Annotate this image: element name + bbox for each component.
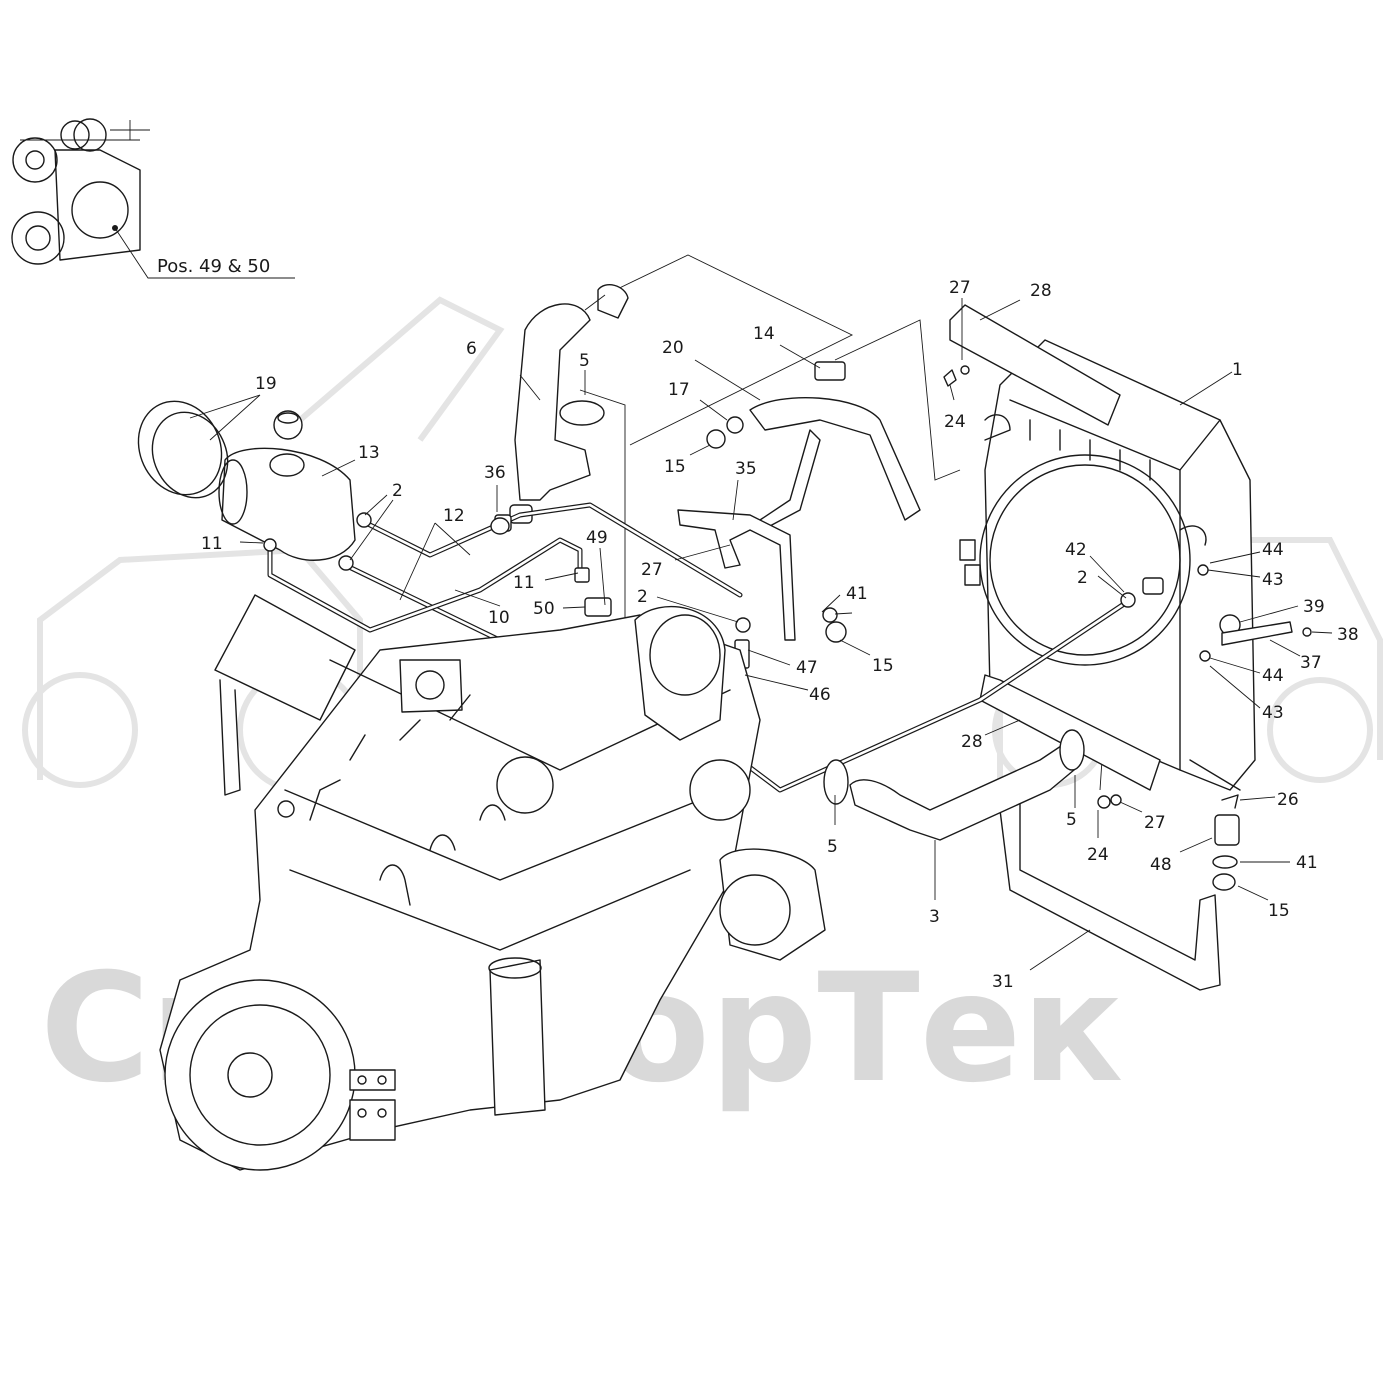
callout-50: 50 xyxy=(533,599,555,619)
callout-48: 48 xyxy=(1150,855,1172,875)
inset-position-label: Pos. 49 & 50 xyxy=(157,256,270,277)
callout-2: 2 xyxy=(637,587,648,607)
callout-36: 36 xyxy=(484,463,506,483)
callout-3: 3 xyxy=(929,907,940,927)
callout-43: 43 xyxy=(1262,570,1284,590)
callout-5: 5 xyxy=(827,837,838,857)
callout-12: 12 xyxy=(443,506,465,526)
callout-35: 35 xyxy=(735,459,757,479)
callout-42: 42 xyxy=(1065,540,1087,560)
callout-14: 14 xyxy=(753,324,775,344)
callout-31: 31 xyxy=(992,972,1014,992)
callout-44: 44 xyxy=(1262,540,1284,560)
callout-43: 43 xyxy=(1262,703,1284,723)
radiator xyxy=(959,339,1256,791)
callout-28: 28 xyxy=(1030,281,1052,301)
callout-2: 2 xyxy=(1077,568,1088,588)
callout-44: 44 xyxy=(1262,666,1284,686)
callout-5: 5 xyxy=(579,351,590,371)
callout-17: 17 xyxy=(668,380,690,400)
leader-lines xyxy=(189,294,1333,971)
callout-47: 47 xyxy=(796,658,818,678)
callout-15: 15 xyxy=(872,656,894,676)
callout-39: 39 xyxy=(1303,597,1325,617)
callout-1: 1 xyxy=(1232,360,1243,380)
callout-27: 27 xyxy=(1144,813,1166,833)
inset-engine-view xyxy=(11,118,295,279)
callout-numbers: 1 2 2 2 3 5 5 5 6 10 11 11 12 13 14 15 1… xyxy=(201,278,1359,992)
fittings xyxy=(263,361,1312,891)
lower-hose xyxy=(823,729,1085,841)
callout-24: 24 xyxy=(1087,845,1109,865)
callout-28: 28 xyxy=(961,732,983,752)
callout-26: 26 xyxy=(1277,790,1299,810)
callout-27: 27 xyxy=(641,560,663,580)
tank-bracket xyxy=(214,594,356,721)
callout-46: 46 xyxy=(809,685,831,705)
callout-11: 11 xyxy=(201,534,223,554)
callout-41: 41 xyxy=(846,584,868,604)
callout-38: 38 xyxy=(1337,625,1359,645)
callout-27: 27 xyxy=(949,278,971,298)
support-arm xyxy=(749,397,921,528)
callout-41: 41 xyxy=(1296,853,1318,873)
callout-6: 6 xyxy=(466,339,477,359)
callout-10: 10 xyxy=(488,608,510,628)
callout-13: 13 xyxy=(358,443,380,463)
callout-37: 37 xyxy=(1300,653,1322,673)
mounting-bracket xyxy=(677,509,796,641)
callout-15: 15 xyxy=(664,457,686,477)
callout-49: 49 xyxy=(586,528,608,548)
callout-5: 5 xyxy=(1066,810,1077,830)
callout-19: 19 xyxy=(255,374,277,394)
engine-block xyxy=(159,605,826,1171)
callout-24: 24 xyxy=(944,412,966,432)
callout-11: 11 xyxy=(513,573,535,593)
callout-20: 20 xyxy=(662,338,684,358)
expansion-tank xyxy=(218,410,356,561)
hose-clamps xyxy=(137,400,229,499)
radiator-top-bracket xyxy=(949,304,1121,426)
upper-hose xyxy=(509,284,629,524)
callout-2: 2 xyxy=(392,481,403,501)
callout-15: 15 xyxy=(1268,901,1290,921)
